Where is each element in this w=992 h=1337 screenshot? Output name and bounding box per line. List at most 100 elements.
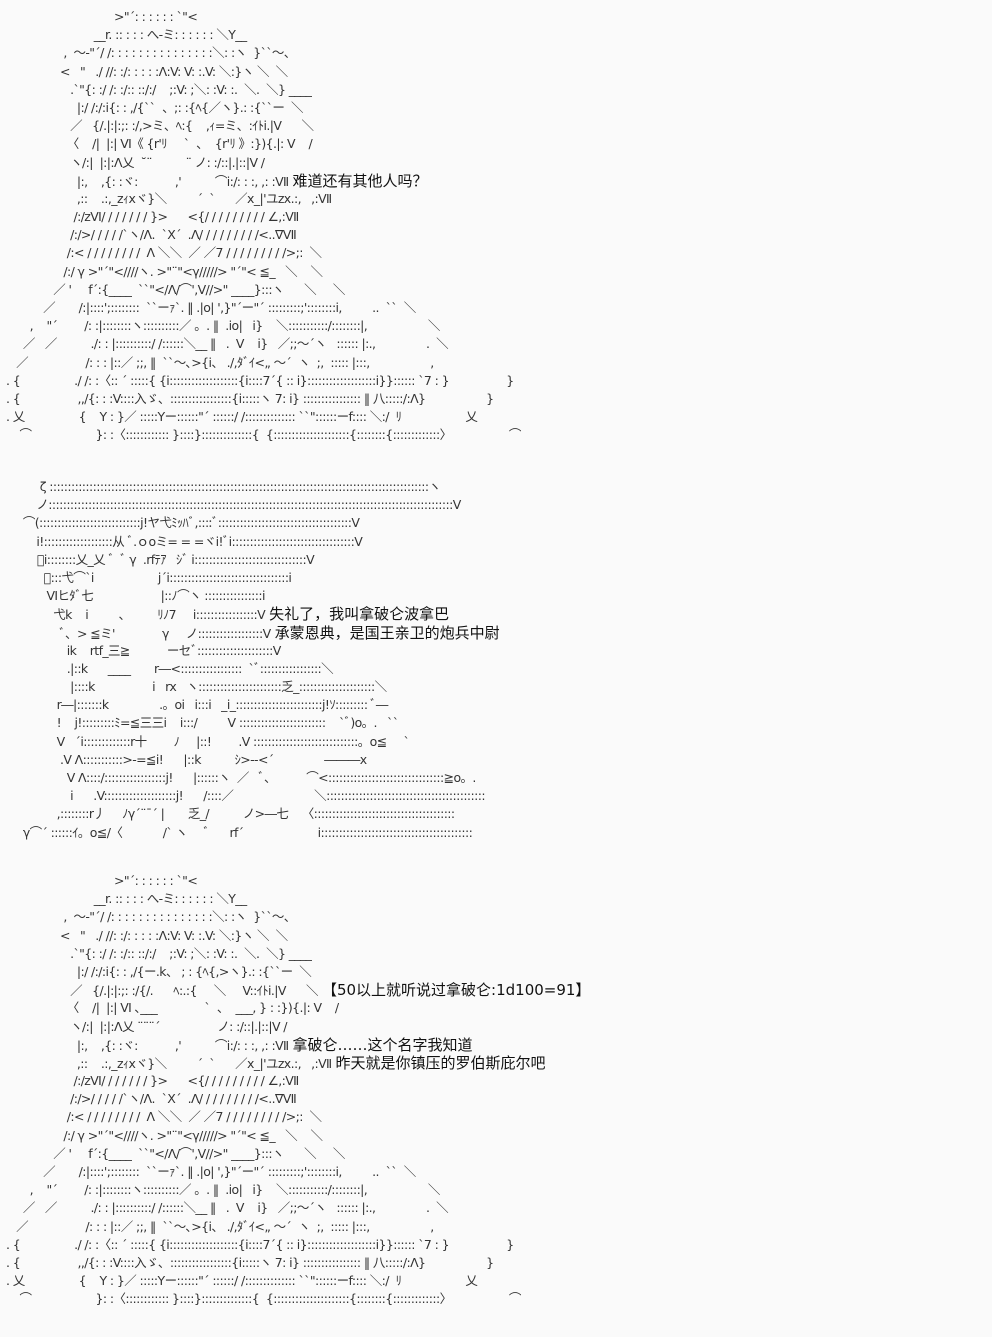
art-text: ／ {/.|:|:;: :/,>ミ、ﾍ:{ ,ｨ=ミ、:ｲﾄi.|V ＼ (6, 118, 314, 134)
art-line: ／ /:|::::';:::::::: ``ーｧ`. ‖ .|o| ',}"´ー… (6, 1163, 590, 1181)
art-text: ﾞi::::::::乂_乂 ﾞ ﾞ γ .rfﾃｱ ｼﾞ i::::::::::… (6, 551, 315, 567)
dialogue-text: 【50以上就听说过拿破仑:1d100=91】 (321, 981, 591, 1000)
art-text: V ´i:::::::::::::r十 ﾉ |::! .V ::::::::::… (6, 733, 410, 749)
art-line: |::::k i rx ヽ:::::::::::::::::::::::乏_::… (6, 678, 500, 696)
art-line: |:/ /:/:i{: : ,/{`` 、;: :{ﾍ{／ヽ}.: :{``ー … (6, 99, 521, 117)
dialogue-text: 昨天就是你镇压的罗伯斯庇尔吧 (335, 1053, 546, 1072)
art-text: ヽ/:| |:|:Λ乂 ˘¨ ¨ ノ: :/::|.|::|V / (6, 154, 265, 170)
art-line: . 乂 { Y : }／ :::::Yー::::::"´ ::::::/ /::… (6, 1272, 590, 1290)
art-line: V ´i:::::::::::::r十 ﾉ |::! .V ::::::::::… (6, 733, 500, 751)
art-text: V Λ::::/:::::::::::::::::j! |::::::ヽ ／ ﾞ… (6, 770, 477, 785)
art-line: /:< / / / / / / / / Λ ＼＼ ／ ／7 / / / / / … (6, 244, 521, 262)
art-line: /:/ γ >"´"<////ヽ. >"¨"<γ/////> "´"< ≦_ ＼… (6, 263, 521, 281)
art-text: ／ ／ ./: : |::::::::::/ /::::::＼__ ‖ . V … (6, 1200, 449, 1216)
art-text: i .V::::::::::::::::::::j! /::::／ ＼:::::… (6, 788, 486, 804)
art-text: >"´: : : : : : `"< (6, 9, 198, 24)
art-line: /:< / / / / / / / / Λ ＼＼ ／ ／7 / / / / / … (6, 1108, 590, 1126)
art-text: |:, ,{: :ヾ: ,' ⌒i:/: : :, ,: :Ⅶ (6, 1037, 289, 1053)
art-text: ,:: .:,_zｨxヾ}＼ ´ ` ／x_|'ユzx.:, ,:Ⅶ (6, 1055, 332, 1071)
art-text: ／ /:|::::';:::::::: ``ーｧ`. ‖ .|o| ',}"´ー… (6, 1164, 416, 1179)
art-text: , 〜‐"´/ /: : : : : : : : : : : : : : :＼:… (6, 45, 296, 61)
art-text: .|::k ____ r―<::::::::::::::::: `ﾞ::::::… (6, 660, 334, 676)
art-line: >"´: : : : : : `"< (6, 872, 590, 890)
art-text: r―|:::::::k .。oi i:::i _i_::::::::::::::… (6, 697, 389, 713)
art-text: ! j!:::::::::ﾐ=≦三三i i:::/ V ::::::::::::… (6, 715, 399, 731)
art-line: ／ /: : : |::／ ;;, ‖ ``〜､>{i、 ./,ﾀﾞｲ<„ 〜´… (6, 1218, 590, 1236)
art-text: < " ./ //: :/: : : : :Λ:V: V: :.V: ＼:}ヽ … (6, 927, 288, 943)
art-text: /:< / / / / / / / / Λ ＼＼ ／ ／7 / / / / / … (6, 1109, 322, 1125)
art-text: ﾞ、> ≦ミ' γ ノ::::::::::::::::::V (6, 625, 272, 641)
art-line: >"´: : : : : : `"< (6, 8, 521, 26)
dialogue-text: 拿破仑……这个名字我知道 (292, 1035, 473, 1054)
art-line: ,::::::::r丿 ﾉγ´¨¯´ | 乏_/ ノ>―七 〈:::::::::… (6, 805, 500, 823)
art-line: .|::k ____ r―<::::::::::::::::: `ﾞ::::::… (6, 660, 500, 678)
art-text: /:/zⅥ/ / / / / / / }> <{/ / / / / / / / … (6, 209, 299, 225)
art-text: . { ./ /: :〈:: ´ :::::{ {i::::::::::::::… (6, 372, 514, 388)
art-text: ／ /:|::::';:::::::: ``ーｧ`. ‖ .|o| ',}"´ー… (6, 300, 416, 315)
art-line: ／ ' f´:{____ ``"</Λ/⌒',V//>" ____}:::ヽ ＼… (6, 281, 521, 299)
art-line: , 〜‐"´/ /: : : : : : : : : : : : : : :＼:… (6, 908, 590, 926)
art-line: ／ ' f´:{____ ``"</Λ/⌒',V//>" ____}:::ヽ ＼… (6, 1145, 590, 1163)
art-line: . { ./ /: :〈:: ´ :::::{ {i::::::::::::::… (6, 1236, 590, 1254)
art-line: ⌒ }: :〈:::::::::::: }::::}::::::::::::::… (6, 1290, 590, 1308)
art-line: 〈 /| |:| Ⅵ ､___ ` 、 ___, } : :}){.|: V / (6, 999, 590, 1017)
dialogue-text: 难道还有其他人吗？ (292, 171, 428, 190)
art-line: .`"{: :/ /: :/:: ::/:/ ;:V: ;＼: :V: :. ＼… (6, 81, 521, 99)
art-text: ／ /: : : |::／ ;;, ‖ ``〜､>{i、 ./,ﾀﾞｲ<„ 〜´… (6, 354, 434, 370)
art-line: .`"{: :/ /: :/:: ::/:/ ;:V: ;＼: :V: :. ＼… (6, 945, 590, 963)
art-line: ! j!:::::::::ﾐ=≦三三i i:::/ V ::::::::::::… (6, 714, 500, 732)
art-text: , "´ /: :|::::::::ヽ::::::::::／ 。. ‖ .io|… (6, 1182, 441, 1198)
art-text: . 乂 { Y : }／ :::::Yー::::::"´ ::::::/ /::… (6, 1273, 478, 1289)
ascii-art-block-hat-character-2: >"´: : : : : : `"< __r. :: : : : へ-ミ: : … (6, 872, 590, 1309)
art-text: , "´ /: :|::::::::ヽ::::::::::／ 。. ‖ .io|… (6, 318, 441, 334)
art-text: . { ,,/{: : :V::::入ゞ、:::::::::::::::::{i… (6, 1254, 494, 1270)
art-text: .V Λ:::::::::::>-=≦i! |::k ｼ>--<´ ―――x (6, 751, 367, 767)
art-text: .`"{: :/ /: :/:: ::/:/ ;:V: ;＼: :V: :. ＼… (6, 81, 312, 97)
art-text: i!:::::::::::::::::::从 ﾞ.ｏoミ= = =ヾi!ﾞi::… (6, 533, 363, 549)
art-line: ／ /: : : |::／ ;;, ‖ ``〜､>{i、 ./,ﾀﾞｲ<„ 〜´… (6, 354, 521, 372)
art-text: ／ ' f´:{____ ``"</Λ/⌒',V//>" ____}:::ヽ ＼… (6, 1145, 345, 1161)
art-line: , "´ /: :|::::::::ヽ::::::::::／ 。. ‖ .io|… (6, 317, 521, 335)
art-text: |:/ /:/:i{: : ,/{`` 、;: :{ﾍ{／ヽ}.: :{``ー … (6, 99, 304, 115)
art-text: ／ /: : : |::／ ;;, ‖ ``〜､>{i、 ./,ﾀﾞｲ<„ 〜´… (6, 1218, 434, 1234)
art-text: /:/ γ >"´"<////ヽ. >"¨"<γ/////> "´"< ≦_ ＼… (6, 263, 323, 279)
art-text: γ⌒´ ::::::ｲ。o≦/〈 /` ヽ ﾞ rf´ i:::::::::::… (6, 824, 473, 840)
ascii-art-block-hat-character-1: >"´: : : : : : `"< __r. :: : : : へ-ミ: : … (6, 8, 521, 445)
art-text: ζ ::::::::::::::::::::::::::::::::::::::… (6, 479, 441, 494)
art-text: /:/ γ >"´"<////ヽ. >"¨"<γ/////> "´"< ≦_ ＼… (6, 1127, 323, 1143)
art-line: /:/>/ / / / /`ヽ/Λ. `X´ .Λ/ / / / / / / /… (6, 226, 521, 244)
art-line: . 乂 { Y : }／ :::::Yー::::::"´ ::::::/ /::… (6, 408, 521, 426)
art-line: ﾞi::::::::乂_乂 ﾞ ﾞ γ .rfﾃｱ ｼﾞ i::::::::::… (6, 551, 500, 569)
art-text: /:/zⅥ/ / / / / / / }> <{/ / / / / / / / … (6, 1073, 299, 1089)
art-text: ,::::::::r丿 ﾉγ´¨¯´ | 乏_/ ノ>―七 〈:::::::::… (6, 806, 456, 822)
art-line: ノ:::::::::::::::::::::::::::::::::::::::… (6, 496, 500, 514)
art-line: /:/ γ >"´"<////ヽ. >"¨"<γ/////> "´"< ≦_ ＼… (6, 1127, 590, 1145)
art-line: . { ,,/{: : :V::::入ゞ、:::::::::::::::::{i… (6, 390, 521, 408)
art-line: ⌒(::::::::::::::::::::::::::::j!ヤ弋ﾐｯﾊﾞ,:… (6, 514, 500, 532)
ascii-art-block-napoleon: ζ ::::::::::::::::::::::::::::::::::::::… (6, 478, 500, 842)
art-line: ／ {/.|:|:;: :/{/. ﾍ:.:{ ＼ V::ｲﾄi.|V ＼【50… (6, 981, 590, 999)
art-line: < " ./ //: :/: : : : :Λ:V: V: :.V: ＼:}ヽ … (6, 63, 521, 81)
art-text: ヽ/:| |:|:Λ乂 ¨¨¨´ ノ: :/::|.|::|V / (6, 1018, 287, 1034)
art-text: ik rtf_三≧ ーセﾞ:::::::::::::::::::::V (6, 642, 282, 658)
art-text: ⌒ }: :〈:::::::::::: }::::}::::::::::::::… (6, 1291, 521, 1307)
art-line: ヽ/:| |:|:Λ乂 ˘¨ ¨ ノ: :/::|.|::|V / (6, 154, 521, 172)
art-text: ,:: .:,_zｨxヾ}＼ ´ ` ／x_|'ユzx.:, ,:Ⅶ (6, 190, 332, 206)
art-text: /:< / / / / / / / / Λ ＼＼ ／ ／7 / / / / / … (6, 245, 322, 261)
art-line: r―|:::::::k .。oi i:::i _i_::::::::::::::… (6, 696, 500, 714)
art-text: |:/ /:/:i{: : ,/{ー.k、 ; : {ﾍ{,>ヽ}.: :{``… (6, 963, 312, 979)
art-line: , 〜‐"´/ /: : : : : : : : : : : : : : :＼:… (6, 44, 521, 62)
art-text: 〈 /| |:| Ⅵ《 {r'ﾘ ` 、 {r'ﾘ 》:}){.|: V / (6, 136, 313, 152)
art-text: ／ {/.|:|:;: :/{/. ﾍ:.:{ ＼ V::ｲﾄi.|V ＼ (6, 983, 318, 999)
art-line: i!:::::::::::::::::::从 ﾞ.ｏoミ= = =ヾi!ﾞi::… (6, 533, 500, 551)
art-line: V Λ::::/:::::::::::::::::j! |::::::ヽ ／ ﾞ… (6, 769, 500, 787)
art-line: |:/ /:/:i{: : ,/{ー.k、 ; : {ﾍ{,>ヽ}.: :{``… (6, 963, 590, 981)
art-text: Ⅵヒﾀﾞ七 |::ﾉ⌒ヽ ::::::::::::::::i (6, 588, 265, 604)
art-text: |::::k i rx ヽ:::::::::::::::::::::::乏_::… (6, 679, 387, 695)
art-text: . 乂 { Y : }／ :::::Yー::::::"´ ::::::/ /::… (6, 409, 478, 425)
art-line: /:/zⅥ/ / / / / / / }> <{/ / / / / / / / … (6, 208, 521, 226)
